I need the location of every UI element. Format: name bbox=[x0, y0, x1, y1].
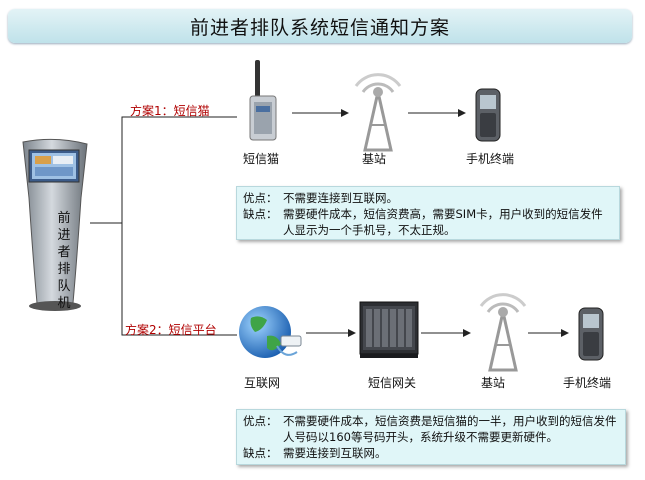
globe-icon bbox=[239, 306, 302, 358]
plan2-node-label: 短信网关 bbox=[368, 376, 417, 390]
plan2-pros-cons: 优点： 不需要硬件成本，短信资费是短信猫的一半，用户收到的短信发件人号码以160等… bbox=[236, 409, 626, 465]
plan2-label: 方案2：短信平台 bbox=[125, 323, 217, 337]
cons-key: 缺点： bbox=[243, 207, 278, 221]
cons-text: 需要连接到互联网。 bbox=[283, 446, 387, 460]
plan1-node-label: 手机终端 bbox=[466, 152, 515, 166]
mobile-phone-icon bbox=[475, 88, 501, 142]
cell-tower-icon bbox=[479, 293, 527, 372]
branch-line bbox=[121, 223, 237, 336]
pros-key: 优点： bbox=[243, 191, 278, 205]
kiosk-label: 前进者排队机 bbox=[57, 211, 71, 311]
sms-gateway-icon bbox=[359, 301, 419, 358]
pros-key: 优点： bbox=[243, 414, 278, 428]
pros-text: 不需要硬件成本，短信资费是短信猫的一半，用户收到的短信发件人号码以160等号码开… bbox=[283, 414, 617, 444]
branch-line bbox=[90, 116, 237, 224]
pros-text: 不需要连接到互联网。 bbox=[283, 191, 398, 205]
plan1-node-label: 基站 bbox=[362, 152, 387, 166]
plan2-node-label: 手机终端 bbox=[563, 376, 612, 390]
plan1-node-label: 短信猫 bbox=[243, 152, 280, 166]
cons-key: 缺点： bbox=[243, 446, 278, 460]
plan1-pros-cons: 优点： 不需要连接到互联网。 缺点： 需要硬件成本，短信资费高，需要SIM卡，用户收… bbox=[236, 186, 620, 240]
plan2-node-label: 互联网 bbox=[244, 376, 281, 390]
cell-tower-icon bbox=[354, 73, 402, 152]
mobile-phone-icon bbox=[578, 307, 604, 361]
queue-kiosk-icon bbox=[22, 138, 88, 311]
sms-modem-icon bbox=[249, 60, 277, 141]
cons-text: 需要硬件成本，短信资费高，需要SIM卡，用户收到的短信发件人显示为一个手机号，不… bbox=[283, 207, 603, 237]
plan2-node-label: 基站 bbox=[481, 376, 506, 390]
page-title: 前进者排队系统短信通知方案 bbox=[8, 9, 632, 43]
plan1-label: 方案1：短信猫 bbox=[130, 104, 210, 118]
